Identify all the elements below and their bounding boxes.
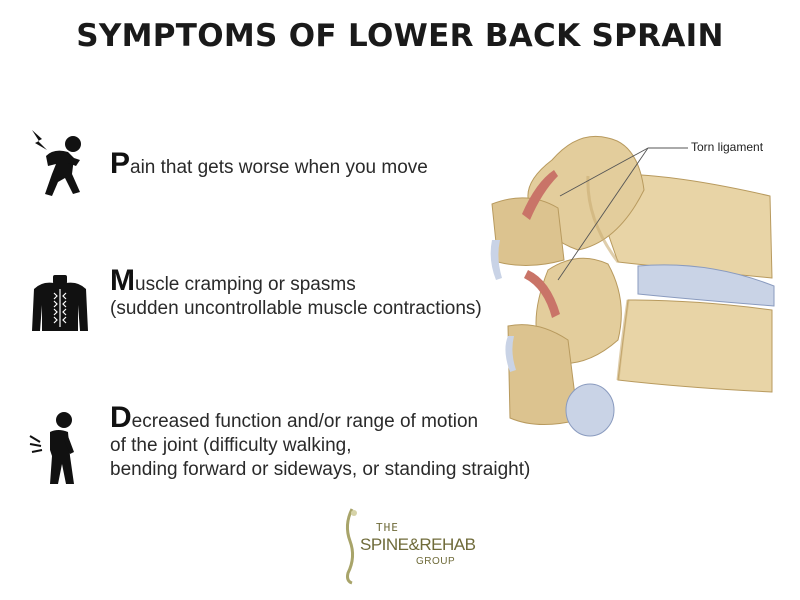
spine-rehab-logo: THE SPINE&REHAB GROUP xyxy=(338,505,476,585)
symptom-line: of the joint (difficulty walking, xyxy=(110,435,352,456)
page-title: SYMPTOMS OF LOWER BACK SPRAIN xyxy=(76,18,724,54)
spine-logo-icon xyxy=(345,508,357,585)
logo-the: THE xyxy=(376,521,399,534)
symptom-line: uscle cramping or spasms xyxy=(135,274,356,295)
symptom-text: Decreased function and/or range of motio… xyxy=(110,403,531,482)
back-pain-walking-icon xyxy=(29,412,74,484)
logo-name: SPINE&REHAB xyxy=(360,535,476,554)
pain-person-icon xyxy=(32,130,81,196)
torn-ligament-label: Torn ligament xyxy=(691,140,764,154)
muscle-back-icon xyxy=(32,275,88,331)
first-letter: M xyxy=(110,264,135,297)
symptom-line: ecreased function and/or range of motion xyxy=(131,411,479,432)
symptom-text: Muscle cramping or spasms (sudden uncont… xyxy=(110,266,482,321)
first-letter: P xyxy=(110,147,131,180)
first-letter: D xyxy=(110,401,132,434)
logo-group: GROUP xyxy=(416,556,456,567)
symptom-line: ain that gets worse when you move xyxy=(130,157,428,178)
vertebrae-illustration xyxy=(490,135,775,437)
symptom-line: (sudden uncontrollable muscle contractio… xyxy=(110,298,482,319)
symptom-line: bending forward or sideways, or standing… xyxy=(110,459,531,480)
symptom-text: Pain that gets worse when you move xyxy=(110,149,428,180)
